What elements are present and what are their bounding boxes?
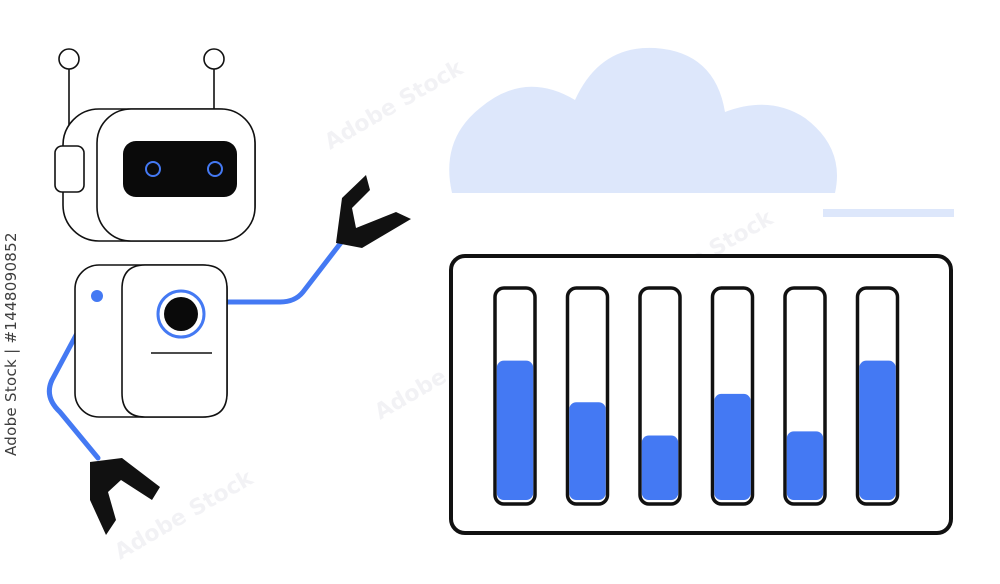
- cloud-icon: [449, 47, 954, 217]
- right-antenna-tip: [203, 48, 225, 70]
- gauge-fill: [641, 435, 679, 500]
- gauge-fill: [786, 431, 824, 500]
- right-arm: [222, 237, 346, 305]
- body-front: [121, 264, 228, 418]
- robot-icon: [46, 48, 411, 535]
- shoulder-joint: [91, 290, 103, 302]
- left-arm: [46, 293, 101, 461]
- watermark-text: Adobe Stock: [321, 55, 469, 155]
- stock-id-watermark: Adobe Stock | #1448090852: [2, 232, 20, 456]
- left-antenna-tip: [58, 48, 80, 70]
- right-eye: [207, 161, 223, 177]
- right-claw: [336, 175, 411, 248]
- cloud-underline: [823, 209, 954, 217]
- chest-lens: [164, 297, 198, 331]
- ear-module: [54, 145, 85, 193]
- gauge-fill: [714, 393, 751, 500]
- gauge-fill: [496, 360, 534, 500]
- level-gauges-icon: [449, 254, 953, 535]
- face-screen: [123, 141, 237, 197]
- left-eye: [145, 161, 161, 177]
- left-claw: [90, 458, 160, 535]
- gauge-fill: [859, 360, 896, 500]
- gauge-group: [493, 286, 900, 506]
- gauge-fill: [569, 402, 606, 500]
